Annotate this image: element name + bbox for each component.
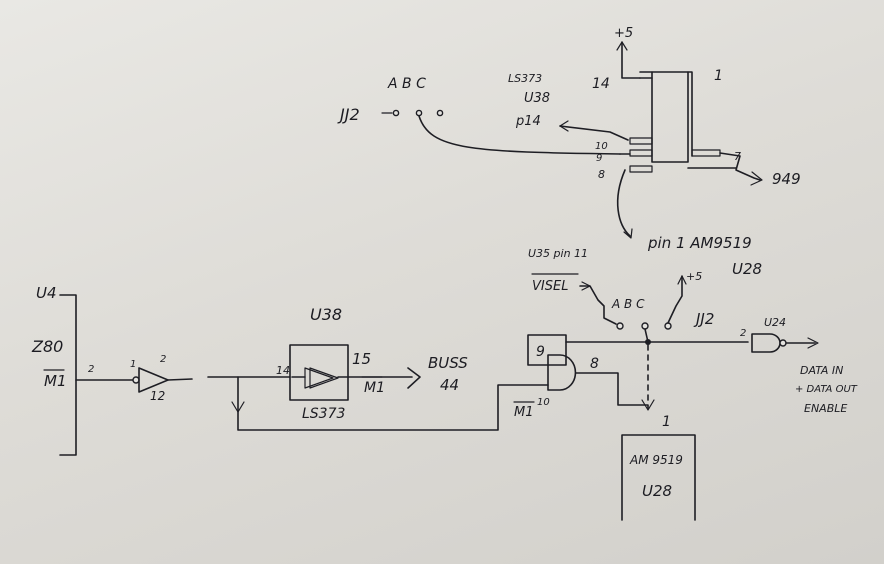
label-plus5-upper: +5 (614, 26, 633, 41)
label-pin-2-inv: 2 (160, 354, 166, 365)
label-pin-7-upper: 7 (734, 150, 741, 163)
label-u28-lower: U28 (642, 482, 672, 500)
label-pin-2-u24: 2 (740, 328, 746, 339)
label-ls373-upper: LS373 (508, 72, 542, 85)
label-pin-14-upper: 14 (592, 76, 610, 92)
label-pin-1-am: 1 (662, 414, 671, 430)
label-m1-gate: M1 (514, 405, 534, 420)
label-pin-8: 8 (590, 356, 599, 372)
label-pin1-am9519: pin 1 AM9519 (647, 234, 752, 252)
label-pin-14: 14 (276, 364, 290, 377)
label-949: 949 (772, 170, 801, 188)
label-u38: U38 (310, 305, 342, 324)
label-u28-upper: U28 (732, 260, 762, 278)
label-p14: p14 (515, 114, 541, 129)
label-visel: VISEL (532, 279, 568, 294)
label-m1-out: M1 (364, 380, 385, 396)
label-pin-1-upper: 1 (714, 68, 723, 84)
u38-ls373-block: U38 14 15 LS373 M1 BUSS 44 (276, 305, 468, 422)
label-u24: U24 (764, 316, 786, 329)
label-pin-10-upper: 10 (595, 141, 608, 152)
label-pin-12: 12 (150, 389, 165, 403)
label-m1-bar: M1 (44, 372, 67, 390)
and-gate: 9 10 M1 8 (513, 334, 655, 420)
label-data-out: + DATA OUT (795, 384, 858, 395)
label-jj2-upper: JJ2 (337, 105, 360, 124)
label-jj2-lower: JJ2 (693, 310, 714, 328)
upper-jj2-jumper: A B C JJ2 (337, 76, 621, 155)
label-data-in: DATA IN (800, 364, 843, 377)
u24-inverter: 2 U24 DATA IN + DATA OUT ENABLE (740, 316, 858, 415)
am9519-u28-block: 1 AM 9519 U28 (621, 414, 696, 521)
label-plus5-lower: +5 (686, 270, 702, 283)
label-u35: U35 pin 11 (528, 247, 588, 260)
label-ls373-lower: LS373 (302, 406, 345, 422)
label-u4: U4 (36, 284, 57, 302)
label-pin-9: 9 (536, 344, 545, 360)
label-z80: Z80 (31, 337, 63, 356)
label-am9519-lower: AM 9519 (629, 453, 683, 467)
inverter-buffer: 1 2 12 (75, 354, 193, 403)
upper-u38-ls373-block: LS373 U38 p14 +5 14 1 10 9 8 7 949 pin 1… (508, 26, 801, 278)
label-abc-upper: A B C (387, 76, 426, 92)
jj2-lower-jumper: U35 pin 11 VISEL A B C +5 JJ2 (528, 247, 714, 343)
label-buss-44: 44 (440, 376, 459, 394)
label-enable: ENABLE (804, 402, 847, 415)
label-abc-lower: A B C (611, 297, 645, 311)
label-pin-1-inv: 1 (130, 359, 136, 370)
z80-block: U4 Z80 M1 2 (31, 284, 94, 456)
label-pin-10: 10 (537, 397, 550, 408)
label-u38-upper: U38 (524, 91, 550, 106)
label-pin-2-z80: 2 (88, 364, 94, 375)
label-pin-15: 15 (352, 350, 371, 368)
m1-feedback-wire (237, 376, 549, 431)
label-buss: BUSS (428, 354, 468, 372)
label-pin-9-upper: 9 (596, 153, 602, 164)
label-pin-8-upper: 8 (598, 168, 605, 181)
